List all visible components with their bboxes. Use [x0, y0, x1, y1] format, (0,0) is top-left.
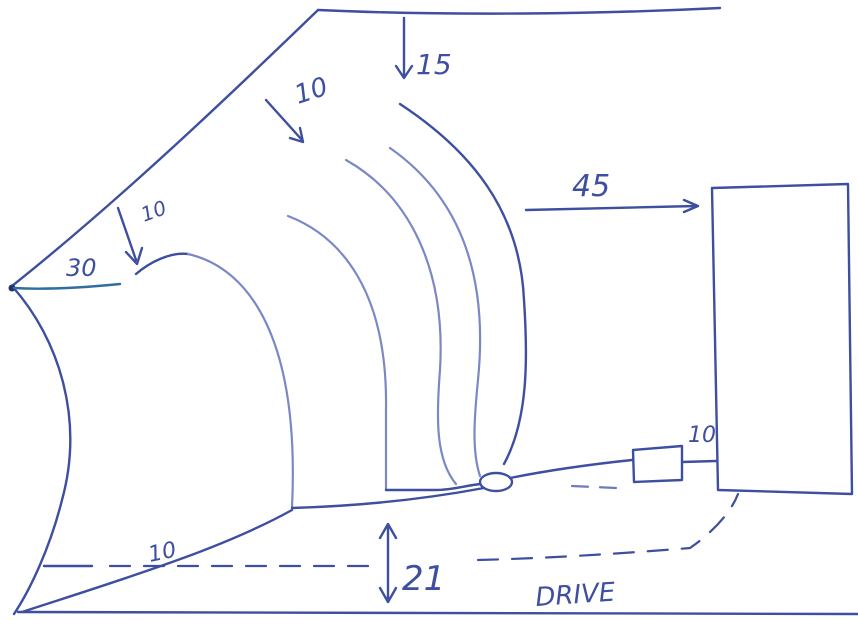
label-30: 30 — [66, 254, 97, 282]
label-10-upper: 10 — [291, 72, 332, 111]
boundary-diagonal-edge — [10, 8, 320, 288]
arrow-45-head — [682, 198, 700, 214]
right-building — [710, 182, 854, 496]
corner-marker — [8, 284, 16, 292]
building-arc-5 — [398, 102, 528, 466]
label-15: 15 — [416, 48, 452, 81]
drive-dashed-line-right — [476, 492, 740, 562]
building-arc-inner-top — [134, 252, 190, 276]
drive-dashed-mid — [570, 484, 618, 490]
structure-bottom-inner — [384, 482, 482, 492]
arrow-15-head — [394, 64, 414, 80]
structure-bottom-outer — [290, 486, 486, 510]
boundary-top-edge — [316, 6, 722, 15]
line-to-box — [508, 458, 634, 480]
pipe-connection-ellipse — [478, 471, 514, 493]
arrow-10-left-line — [116, 206, 138, 262]
label-10-left: 10 — [138, 195, 170, 226]
boundary-bottom-edge — [16, 609, 858, 616]
offset-line-30 — [12, 282, 122, 290]
line-to-right-building — [680, 459, 718, 464]
label-10-bottom-left: 10 — [146, 538, 179, 568]
label-10-box: 10 — [688, 423, 716, 448]
label-45: 45 — [572, 169, 610, 204]
bottom-left-diagonal — [20, 508, 294, 614]
arrow-21-head-top — [378, 522, 398, 540]
arrow-10-head — [288, 126, 305, 144]
label-drive: DRIVE — [534, 577, 616, 613]
building-arc-3 — [344, 158, 458, 486]
arrow-10-line — [264, 98, 304, 142]
arrow-21-head-bottom — [378, 586, 398, 604]
arrow-45-line — [524, 204, 698, 212]
arrow-10-left-head — [124, 246, 144, 266]
small-box — [631, 444, 684, 484]
building-arc-4 — [388, 146, 482, 478]
boundary-left-curve — [10, 284, 72, 616]
label-21: 21 — [402, 559, 445, 599]
building-arc-2 — [286, 214, 388, 492]
building-arc-inner — [186, 252, 294, 510]
